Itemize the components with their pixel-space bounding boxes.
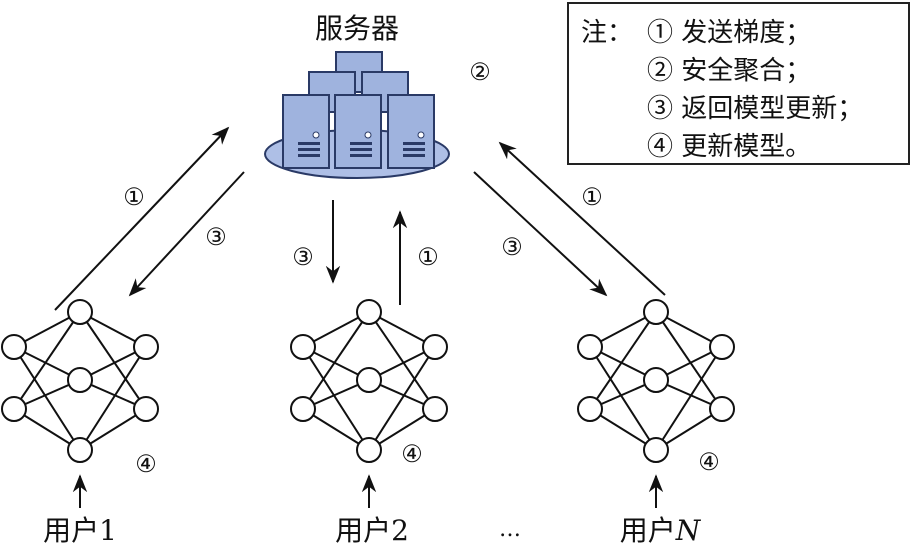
nn-edge <box>13 311 81 410</box>
nn-node <box>67 367 93 393</box>
nn-node <box>422 334 448 360</box>
user2-up-step-label: ① <box>417 243 439 271</box>
nn-node <box>290 334 316 360</box>
legend-item-1: ① 发送梯度； <box>647 18 812 48</box>
legend-prefix: 注： <box>581 18 634 48</box>
server-step-label: ② <box>469 58 491 86</box>
nn-edge <box>589 311 657 410</box>
user2-label: 用户2 <box>335 514 409 547</box>
nn-node <box>643 437 669 463</box>
user1-up-step-label: ① <box>123 183 145 211</box>
nn-node <box>356 299 382 325</box>
userN-label-suffix: N <box>675 514 702 547</box>
server-title: 服务器 <box>315 12 399 45</box>
user2-local-step-label: ④ <box>401 440 423 468</box>
nn-node <box>709 334 735 360</box>
arrow-userN-to-server <box>498 141 666 296</box>
nn-node <box>67 299 93 325</box>
arrow-user1-to-server <box>54 126 230 311</box>
user1-down-step-label: ③ <box>205 223 227 251</box>
userN-up-step-label: ① <box>581 183 603 211</box>
nn-edge <box>368 311 436 410</box>
nn-node <box>422 396 448 422</box>
nn-node <box>577 396 603 422</box>
nn-node <box>290 396 316 422</box>
nn-node <box>133 396 159 422</box>
nn-edge <box>302 311 370 410</box>
arrow-server-to-user1 <box>128 171 245 297</box>
userN-neural-network <box>577 299 735 463</box>
legend-item-2: ② 安全聚合； <box>647 56 812 86</box>
nn-node <box>643 299 669 325</box>
nn-node <box>1 396 27 422</box>
nn-edge <box>302 346 370 451</box>
user1-neural-network <box>1 299 159 463</box>
legend-box: 注： ① 发送梯度； ② 安全聚合； ③ 返回模型更新； ④ 更新模型。 <box>567 2 910 165</box>
userN-local-step-label: ④ <box>698 448 720 476</box>
nn-node <box>356 437 382 463</box>
arrow-server-to-userN <box>473 171 608 297</box>
nn-node <box>133 334 159 360</box>
nn-node <box>1 334 27 360</box>
user1-local-step-label: ④ <box>135 450 157 478</box>
legend-item-4: ④ 更新模型。 <box>647 132 812 162</box>
nn-edge <box>13 346 81 451</box>
ellipsis: … <box>499 517 521 542</box>
nn-node <box>709 396 735 422</box>
server-cluster-icon <box>264 51 450 179</box>
userN-down-step-label: ③ <box>501 233 523 261</box>
userN-label: 用户N <box>620 514 702 547</box>
userN-label-prefix: 用户 <box>620 514 676 547</box>
nn-node <box>643 367 669 393</box>
nn-node <box>577 334 603 360</box>
user2-neural-network <box>290 299 448 463</box>
nn-edge <box>368 346 436 451</box>
nn-edge <box>589 346 657 451</box>
user1-label: 用户1 <box>43 514 117 547</box>
nn-edge <box>655 311 723 410</box>
nn-edge <box>79 311 147 410</box>
legend-item-3: ③ 返回模型更新； <box>647 94 864 124</box>
user2-down-step-label: ③ <box>292 243 314 271</box>
nn-edge <box>79 346 147 451</box>
nn-node <box>67 437 93 463</box>
nn-node <box>356 367 382 393</box>
nn-edge <box>655 346 723 451</box>
